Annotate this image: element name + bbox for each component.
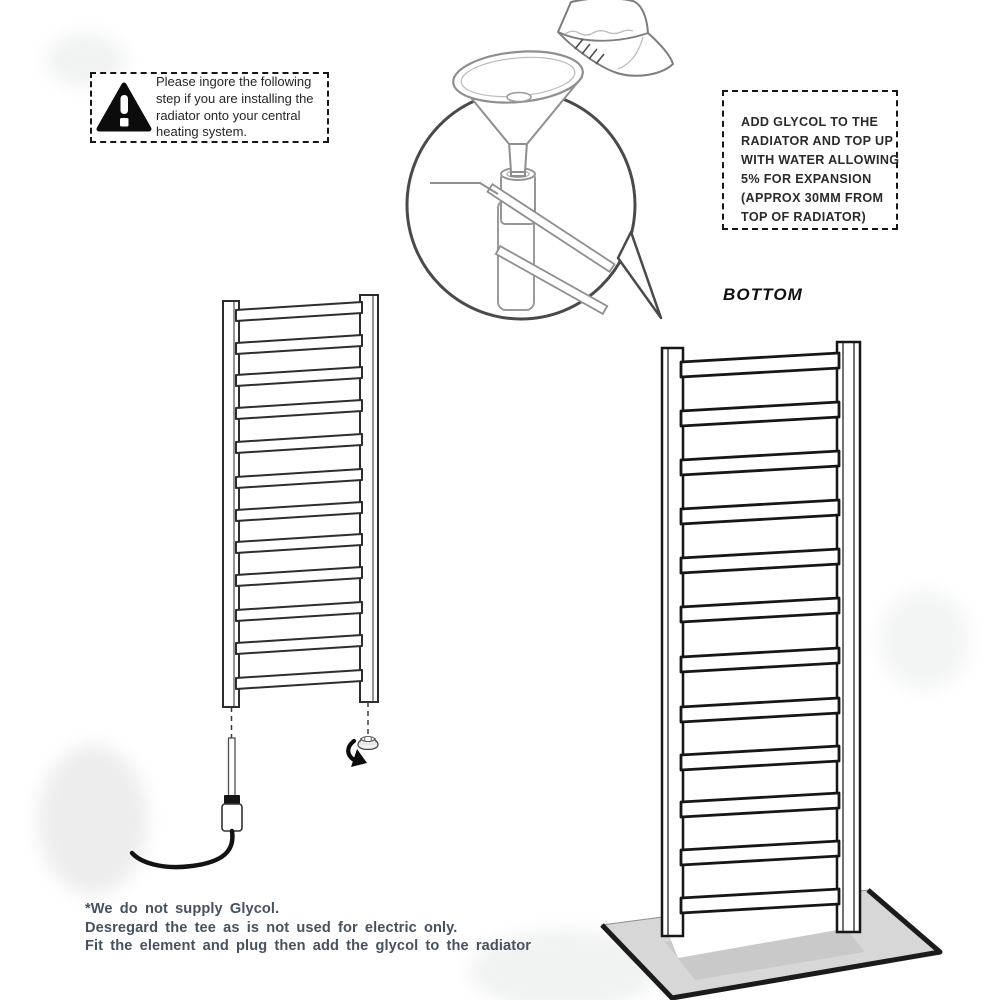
radiator-rails [222, 294, 379, 708]
funnel-icon [452, 50, 584, 177]
radiator-section-sketch [430, 167, 616, 316]
warning-note-box: Please ingore the following step if you … [90, 72, 329, 143]
footnote-line: *We do not supply Glycol. [85, 901, 280, 917]
callout-tail [616, 230, 663, 320]
right-radiator-illustration [600, 340, 943, 1000]
glycol-note-line: TOP OF RADIATOR) [741, 209, 867, 224]
rotate-arrow-head [351, 749, 367, 767]
blanking-plug-icon [346, 736, 379, 767]
jug-graduation-marks [574, 38, 605, 65]
left-radiator-illustration [129, 294, 379, 870]
bottom-label: BOTTOM [723, 285, 803, 304]
funnel-callout-illustration [405, 0, 674, 321]
glycol-note-line: ADD GLYCOL TO THE [741, 115, 879, 129]
footnote-line: Desregard the tee as is not used for ele… [85, 919, 458, 936]
glycol-note-line: RADIATOR AND TOP UP [741, 133, 894, 148]
electric-element-icon [129, 737, 243, 870]
element-cable [129, 828, 235, 870]
footnote-line: Fit the element and plug then add the gl… [85, 938, 532, 955]
glycol-note-line: WITH WATER ALLOWING [741, 152, 900, 167]
warning-note-text: Please ingore the following step if you … [156, 74, 314, 140]
assembly-dashed-lines [230, 702, 369, 738]
warning-triangle-icon [92, 81, 156, 135]
radiator-rungs [235, 301, 363, 690]
radiator-rails [660, 340, 862, 938]
measuring-jug-icon [557, 0, 674, 77]
glycol-note-line: (APPROX 30MM FROM [741, 190, 884, 205]
radiator-rungs [679, 351, 841, 915]
floor-panel [600, 862, 943, 1000]
glycol-note-line: 5% FOR EXPANSION [741, 171, 872, 186]
footnote: *We do not supply Glycol. Desregard the … [85, 900, 531, 956]
leader-line [430, 182, 499, 195]
glycol-note-box: ADD GLYCOL TO THE RADIATOR AND TOP UP WI… [722, 90, 900, 230]
